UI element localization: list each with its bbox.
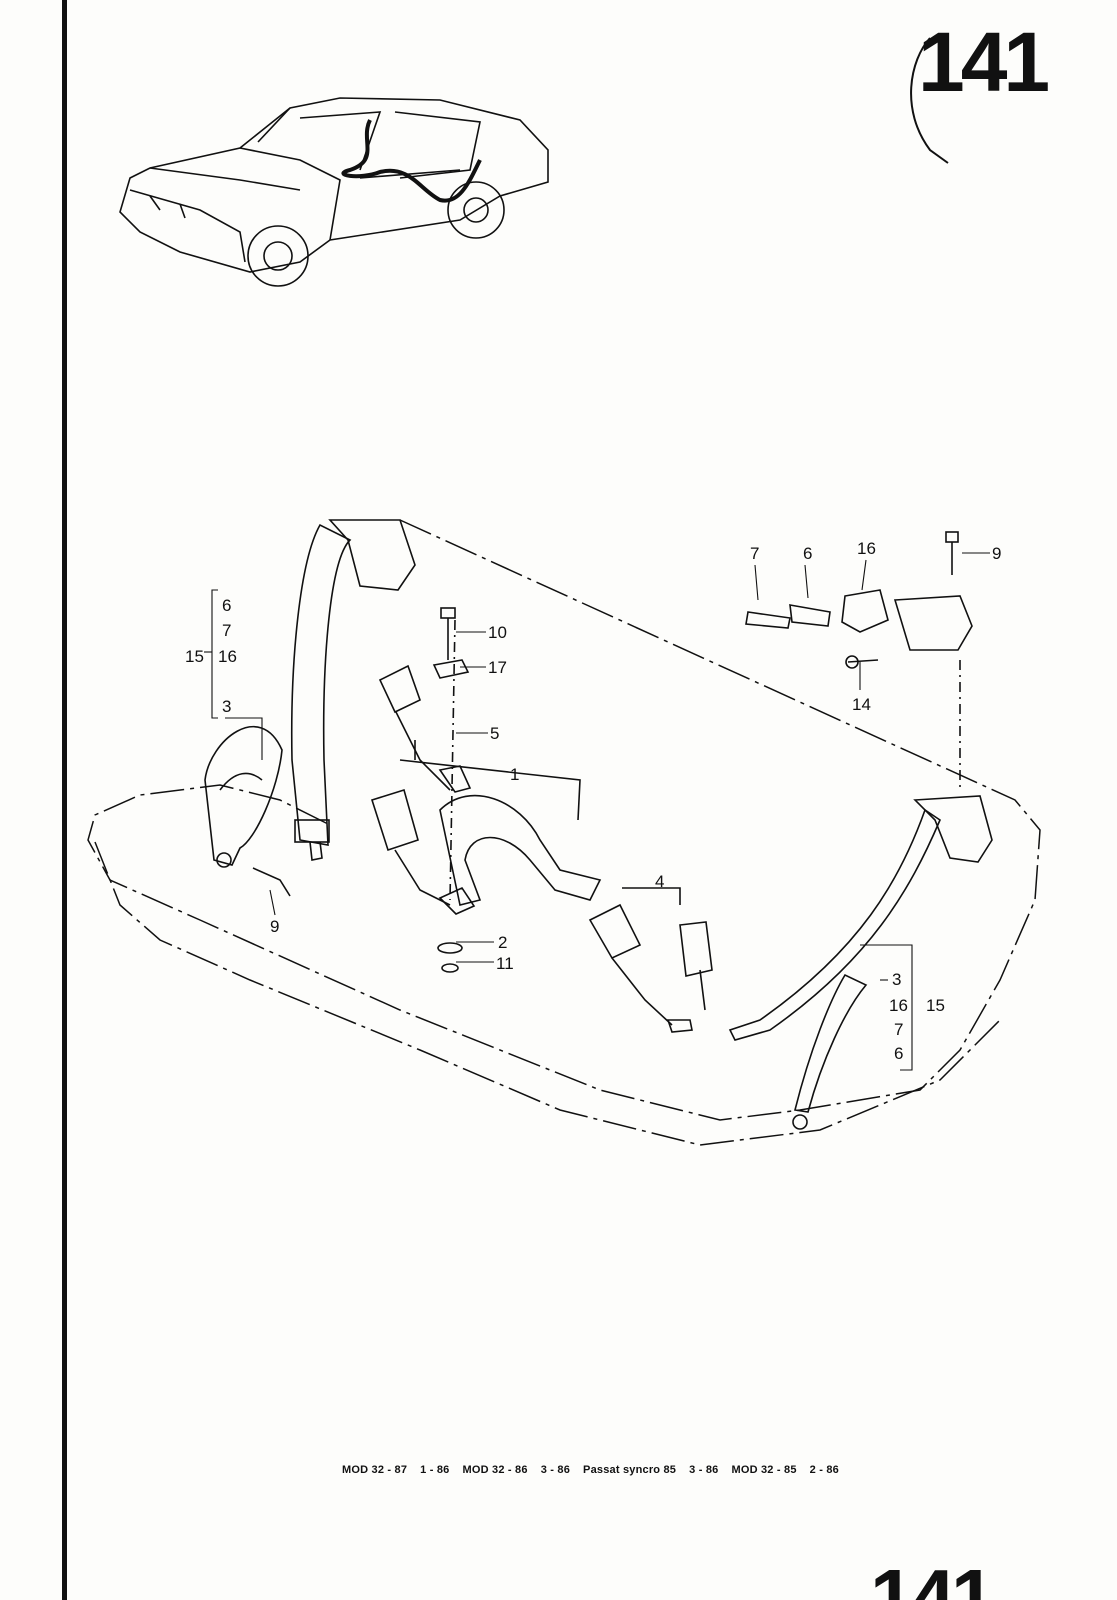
callout-7-top: 7 <box>750 544 759 563</box>
callout-9-left: 9 <box>270 917 279 936</box>
page-number: 141 <box>918 15 1050 109</box>
page-number-footer: 141 <box>870 1558 991 1600</box>
callout-15-left: 15 <box>185 647 204 666</box>
center-buckles <box>370 607 602 973</box>
footer-model-4: MOD 32 - 85 <box>731 1464 797 1476</box>
callout-3-left: 3 <box>222 697 231 716</box>
callout-6-right: 6 <box>894 1044 903 1063</box>
car-thumbnail <box>119 97 549 287</box>
callout-7-left: 7 <box>222 621 231 640</box>
rear-seat-outline <box>87 519 1041 1146</box>
page-number-bracket <box>910 37 949 164</box>
footer-date-1: 1 - 86 <box>420 1464 450 1476</box>
upper-anchor-parts <box>745 531 973 669</box>
callout-7-right: 7 <box>894 1020 903 1039</box>
callout-11: 11 <box>496 954 514 973</box>
callout-3-right: 3 <box>892 970 901 989</box>
footer-model-2: MOD 32 - 86 <box>462 1464 528 1476</box>
model-reference-footer: MOD 32 - 87 1 - 86 MOD 32 - 86 3 - 86 Passat… <box>342 1464 852 1476</box>
footer-date-2: 3 - 86 <box>540 1464 571 1476</box>
callout-6-left: 6 <box>222 596 231 615</box>
callout-16-right: 16 <box>889 996 908 1015</box>
left-retractor-belt <box>204 519 416 897</box>
callout-numbers: 6 7 15 16 3 10 17 5 1 9 2 11 4 7 6 16 9 … <box>185 539 1001 1063</box>
footer-model-3: Passat syncro 85 <box>583 1464 677 1476</box>
callout-16-left: 16 <box>218 647 237 666</box>
callout-5: 5 <box>490 724 499 743</box>
footer-date-4: 2 - 86 <box>809 1464 839 1476</box>
callout-17: 17 <box>488 658 507 677</box>
callout-6-top: 6 <box>803 544 812 563</box>
callout-16-top: 16 <box>857 539 876 558</box>
callout-10: 10 <box>488 623 507 642</box>
callout-1: 1 <box>510 765 519 784</box>
footer-date-3: 3 - 86 <box>689 1464 719 1476</box>
callout-14: 14 <box>852 695 871 714</box>
footer-model-1: MOD 32 - 87 <box>342 1464 408 1476</box>
callout-4: 4 <box>655 872 664 891</box>
callout-9-top: 9 <box>992 544 1001 563</box>
right-buckle <box>588 887 713 1033</box>
right-retractor-belt <box>728 660 993 1130</box>
binding-edge <box>62 0 67 1600</box>
callout-15-right: 15 <box>926 996 945 1015</box>
leader-lines <box>204 552 990 1071</box>
callout-2: 2 <box>498 933 507 952</box>
